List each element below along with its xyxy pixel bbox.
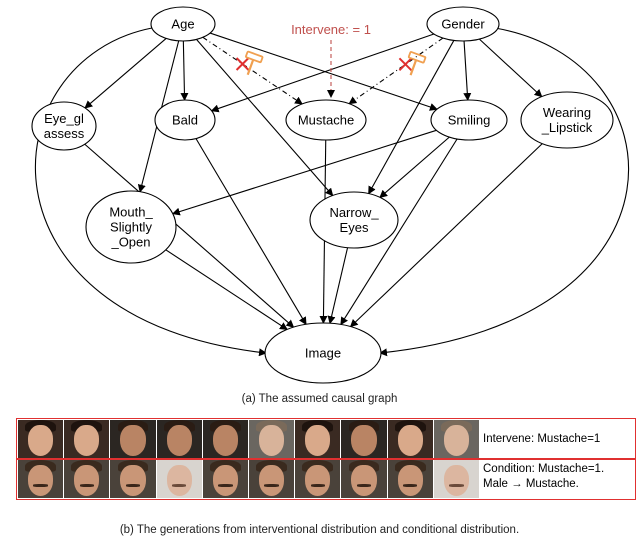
intervene-face-row — [18, 420, 480, 458]
cut-mark-icon — [398, 57, 413, 72]
edge-gender-to-wearing-lipstick — [479, 38, 543, 98]
edge-gender-to-narrow-eyes — [368, 40, 455, 195]
edge-age-to-smiling — [209, 32, 438, 111]
node-label: Eye_gl — [44, 111, 84, 126]
edge-smiling-to-mouth-slightly-open — [171, 129, 437, 216]
edge-age-to-image — [34, 27, 267, 357]
face-image — [202, 420, 249, 458]
face-image — [249, 420, 295, 458]
edge-gender-to-bald — [210, 33, 435, 113]
node-label: Mouth_ — [109, 205, 153, 220]
face-image — [18, 420, 64, 458]
caption-a: (a) The assumed causal graph — [241, 393, 398, 405]
node-label: _Lipstick — [541, 120, 593, 135]
face-image — [110, 420, 156, 458]
node-narrow-eyes: Narrow_Eyes — [309, 191, 399, 249]
condition-face-row — [18, 460, 480, 498]
edge-smiling-to-narrow-eyes — [379, 136, 450, 199]
condition-row-label: Condition: Mustache=1. Male → Mustache. — [483, 462, 604, 492]
edge-eyeglasses-to-image — [84, 143, 295, 328]
row-label-line: Intervene: Mustache=1 — [483, 433, 601, 445]
edge-age-to-narrow-eyes — [196, 39, 334, 197]
face-image — [18, 460, 64, 498]
node-label: Slightly — [110, 220, 152, 235]
hammer-icon — [245, 50, 264, 76]
edge-bald-to-image — [195, 138, 307, 326]
face-image — [295, 420, 341, 458]
node-label: Narrow_ — [329, 205, 379, 220]
face-image — [202, 460, 249, 498]
node-label: _Open — [110, 235, 150, 250]
hammer-icon — [407, 51, 427, 76]
intervene-row-box — [16, 418, 636, 460]
node-label: Image — [305, 346, 341, 361]
edge-age-to-bald — [180, 40, 189, 102]
node-bald: Bald — [154, 99, 216, 141]
node-label: Wearing — [543, 105, 591, 120]
caption-b: (b) The generations from interventional … — [119, 524, 520, 536]
node-label: Eyes — [340, 220, 369, 235]
face-image — [433, 460, 480, 498]
intervene-row-label: Intervene: Mustache=1 — [483, 432, 600, 447]
face-image — [156, 460, 202, 498]
node-label: assess — [44, 126, 85, 141]
face-image — [156, 420, 202, 458]
node-label: Mustache — [298, 113, 354, 128]
edge-narrow-eyes-to-image — [327, 247, 349, 325]
node-gender: Gender — [426, 6, 500, 42]
face-image — [433, 420, 480, 458]
node-wearing-lipstick: Wearing_Lipstick — [520, 91, 614, 149]
row-label-line: Condition: Mustache=1. — [483, 463, 605, 475]
edge-age-to-eyeglasses — [84, 38, 167, 109]
edge-age-to-mustache — [202, 36, 303, 105]
edge-mouth-slightly-open-to-image — [165, 249, 288, 330]
node-smiling: Smiling — [430, 99, 508, 141]
face-image — [341, 420, 387, 458]
edge-gender-to-smiling — [463, 40, 472, 102]
node-label: Smiling — [448, 113, 491, 128]
node-label: Bald — [172, 113, 198, 128]
node-image: Image — [264, 322, 382, 384]
node-label: Gender — [441, 17, 485, 32]
face-image — [249, 460, 295, 498]
edge-gender-to-mustache — [348, 37, 444, 105]
face-image — [64, 420, 110, 458]
edge-smiling-to-image — [340, 138, 458, 326]
edge-gender-to-image — [379, 27, 630, 357]
edge-wearing-lipstick-to-image — [349, 143, 543, 328]
cut-mark-icon — [235, 57, 250, 71]
node-age: Age — [150, 6, 216, 42]
condition-row-box — [16, 458, 636, 500]
node-mouth-slightly-open: Mouth_Slightly_Open — [85, 190, 177, 264]
face-image — [64, 460, 110, 498]
face-image — [387, 460, 433, 498]
face-image — [110, 460, 156, 498]
face-image — [387, 420, 433, 458]
face-image — [341, 460, 387, 498]
face-image — [295, 460, 341, 498]
row-label-line: Male → Mustache. — [483, 478, 579, 490]
node-mustache: Mustache — [285, 99, 367, 141]
intervene-label: Intervene: = 1 — [291, 22, 371, 37]
node-label: Age — [171, 17, 194, 32]
